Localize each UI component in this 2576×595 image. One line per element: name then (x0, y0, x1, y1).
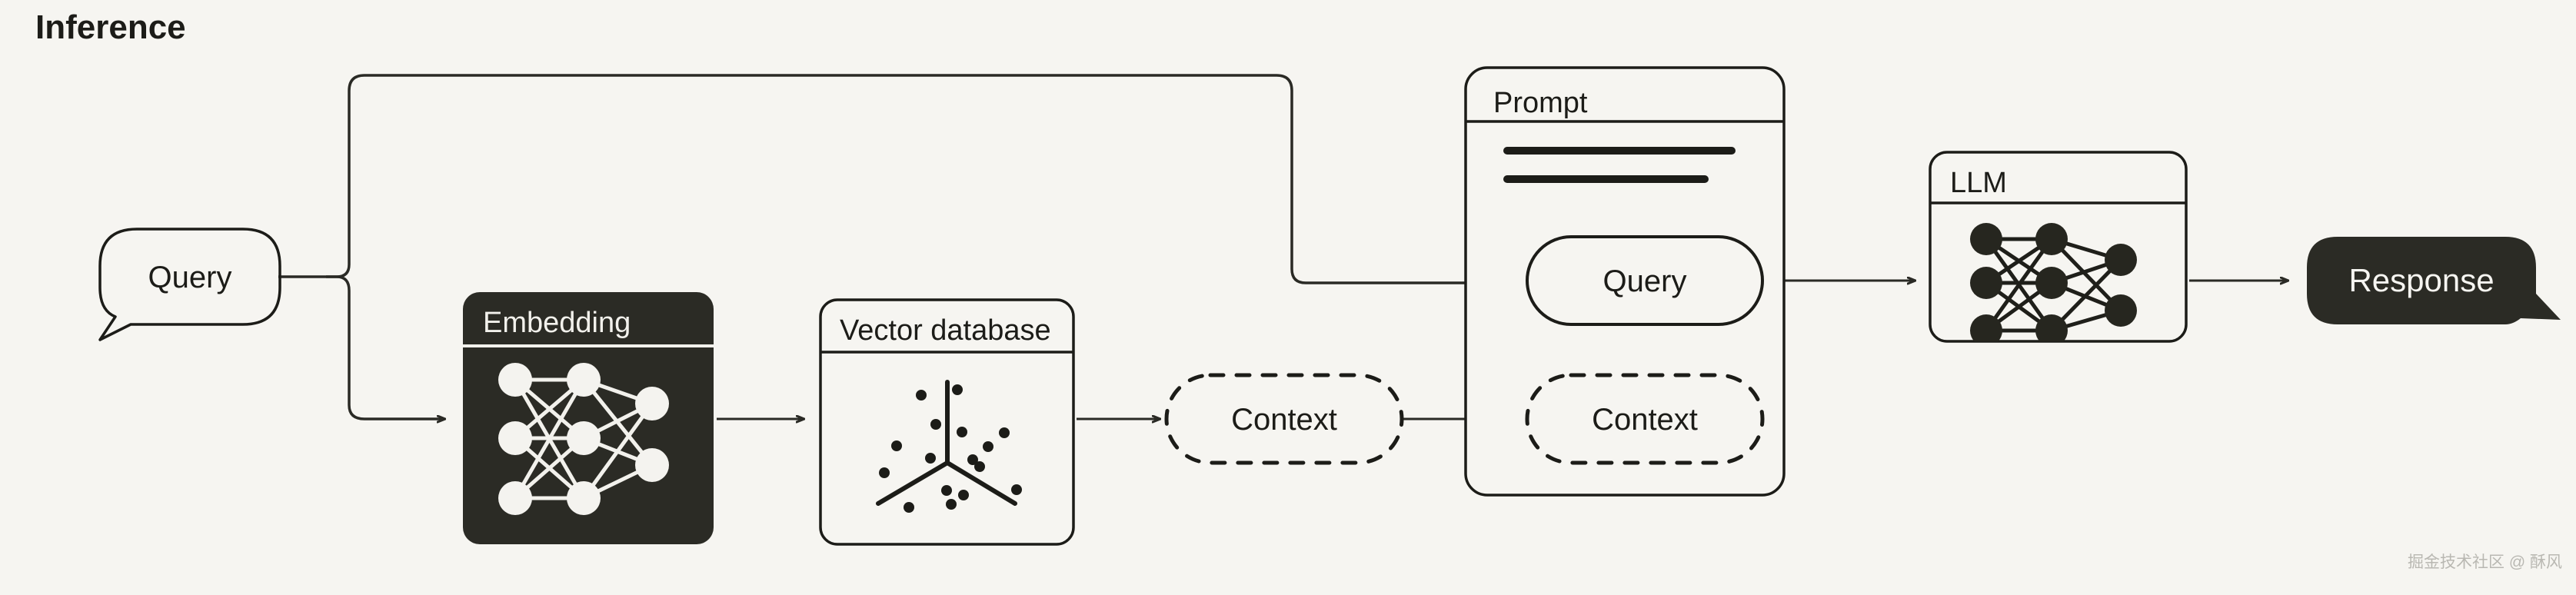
prompt-context-pill[interactable]: Context (1525, 373, 1765, 465)
prompt-query-pill[interactable]: Query (1526, 235, 1764, 326)
prompt-card[interactable]: Prompt Query Context (1464, 66, 1786, 497)
prompt-query-pill-label: Query (1603, 264, 1687, 298)
query-bubble-shape (98, 228, 281, 341)
context-pill[interactable]: Context (1164, 373, 1404, 465)
prompt-text-lines (1503, 147, 1736, 183)
llm-neural-network (1970, 223, 2137, 341)
prompt-context-pill-label: Context (1592, 403, 1698, 437)
prompt-query-pill-shape (1526, 235, 1764, 326)
prompt-context-pill-shape (1525, 373, 1765, 465)
response-bubble[interactable]: Response (2307, 237, 2561, 324)
vector-database-card[interactable]: Vector database (819, 298, 1075, 546)
query-bubble[interactable]: Query (98, 228, 281, 341)
llm-card[interactable]: LLM (1929, 151, 2188, 347)
prompt-card-header: Prompt (1493, 87, 1588, 119)
embedding-card[interactable]: Embedding (463, 292, 714, 544)
embedding-card-header: Embedding (483, 307, 631, 339)
edge-query-to-embedding (326, 275, 444, 419)
vector-space-plot (876, 380, 1022, 513)
connector-layer (278, 74, 2288, 419)
context-pill-shape (1164, 373, 1404, 465)
page-title: Inference (35, 8, 186, 46)
llm-card-header: LLM (1950, 167, 2007, 199)
embedding-neural-network (498, 363, 669, 515)
vector-database-card-header: Vector database (840, 314, 1051, 347)
query-bubble-label: Query (148, 261, 232, 294)
response-bubble-shape (2307, 237, 2561, 324)
context-pill-label: Context (1231, 403, 1337, 437)
response-bubble-label: Response (2348, 262, 2494, 298)
watermark: 掘金技术社区 @ 酥风 (2408, 553, 2562, 571)
edge-query-to-prompt-query (326, 74, 1523, 283)
